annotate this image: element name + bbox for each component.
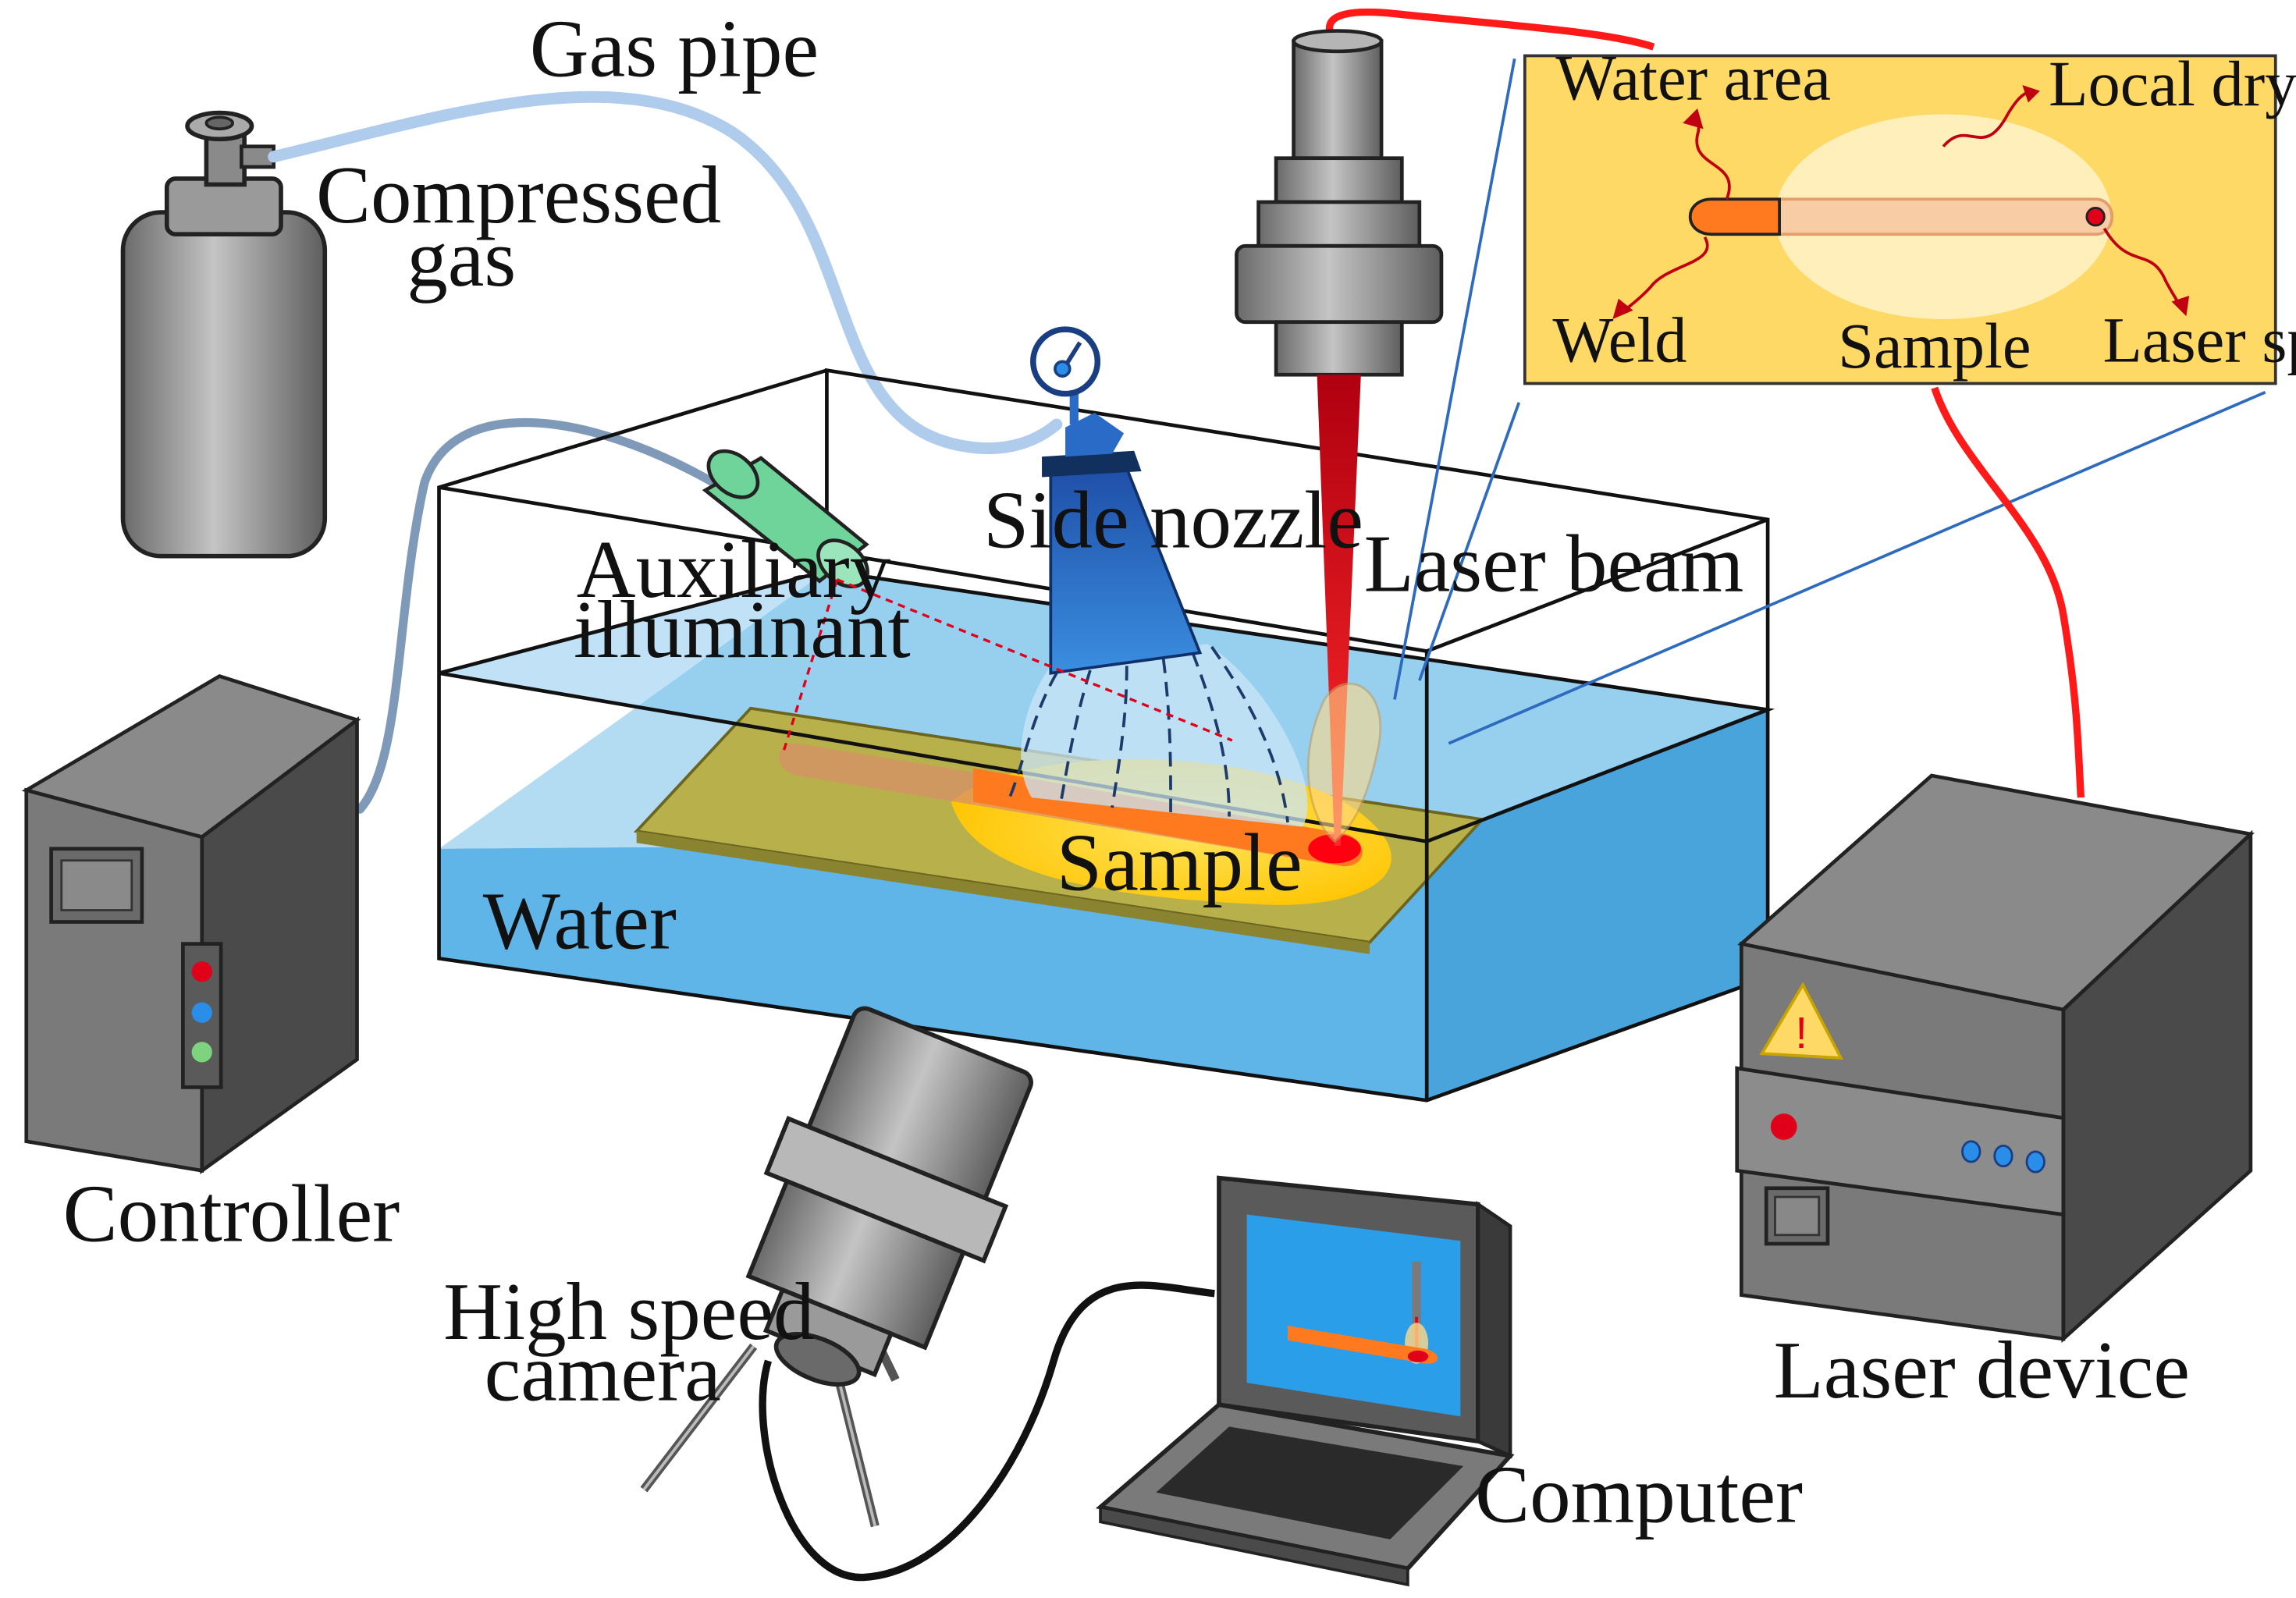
gas-pipe bbox=[268, 91, 1063, 455]
computer-screen bbox=[1246, 1214, 1461, 1417]
laser-spot bbox=[1308, 834, 1361, 864]
inset-label-water-area: Water area bbox=[1555, 42, 1831, 114]
label-high-speed-camera-line1: High speed bbox=[443, 1266, 814, 1357]
label-gas-pipe: Gas pipe bbox=[530, 3, 819, 94]
computer bbox=[1095, 1175, 1515, 1587]
laser-device-fiber bbox=[1931, 386, 2085, 798]
red-indicator-icon bbox=[191, 961, 212, 982]
compressed-gas-cylinder bbox=[120, 110, 328, 559]
inset-weld bbox=[1689, 197, 1781, 236]
laser-fiber bbox=[1326, 8, 1655, 51]
label-side-nozzle: Side nozzle bbox=[983, 474, 1363, 565]
auxiliary-illuminant bbox=[702, 449, 1233, 755]
laser-device-box: ! bbox=[1735, 386, 2255, 1344]
label-auxiliary-illuminant-line1: Auxiliary bbox=[577, 524, 891, 615]
computer-keyboard bbox=[1156, 1426, 1464, 1539]
power-indicator-icon bbox=[1770, 1113, 1797, 1140]
label-controller: Controller bbox=[63, 1167, 400, 1259]
label-laser-beam: Laser beam bbox=[1364, 518, 1744, 609]
vapor-plume bbox=[1306, 683, 1382, 843]
green-indicator-icon bbox=[191, 1042, 212, 1063]
detail-inset: Water area Local dry area Weld Sample La… bbox=[1523, 42, 2296, 385]
label-water: Water bbox=[483, 875, 677, 966]
label-sample: Sample bbox=[1057, 816, 1303, 907]
blue-indicator-icon bbox=[191, 1002, 212, 1023]
laser-beam bbox=[1317, 375, 1361, 847]
inset-label-weld: Weld bbox=[1552, 304, 1686, 375]
inset-label-local-dry-area: Local dry area bbox=[2049, 48, 2296, 119]
inset-laser-spot bbox=[2085, 207, 2106, 227]
inset-label-laser-spot: Laser spot bbox=[2102, 304, 2296, 375]
warning-icon bbox=[1759, 982, 1844, 1060]
label-compressed-gas-line1: Compressed bbox=[316, 149, 721, 240]
side-nozzle bbox=[1008, 326, 1308, 827]
controller-box bbox=[21, 673, 361, 1174]
controller-cable bbox=[355, 418, 719, 814]
warning-mark: ! bbox=[1795, 1008, 1807, 1057]
label-auxiliary-illuminant-line2: illuminant bbox=[574, 584, 911, 675]
laser-head bbox=[1235, 8, 1655, 847]
label-laser-device: Laser device bbox=[1774, 1324, 2190, 1415]
high-speed-camera bbox=[640, 1006, 1215, 1582]
inset-label-sample: Sample bbox=[1838, 310, 2031, 382]
camera-cable bbox=[759, 1281, 1215, 1582]
label-computer: Computer bbox=[1475, 1448, 1803, 1539]
inset-sample-track bbox=[1710, 197, 2113, 236]
label-high-speed-camera-line2: camera bbox=[485, 1327, 721, 1419]
label-compressed-gas-line2: gas bbox=[407, 212, 516, 304]
